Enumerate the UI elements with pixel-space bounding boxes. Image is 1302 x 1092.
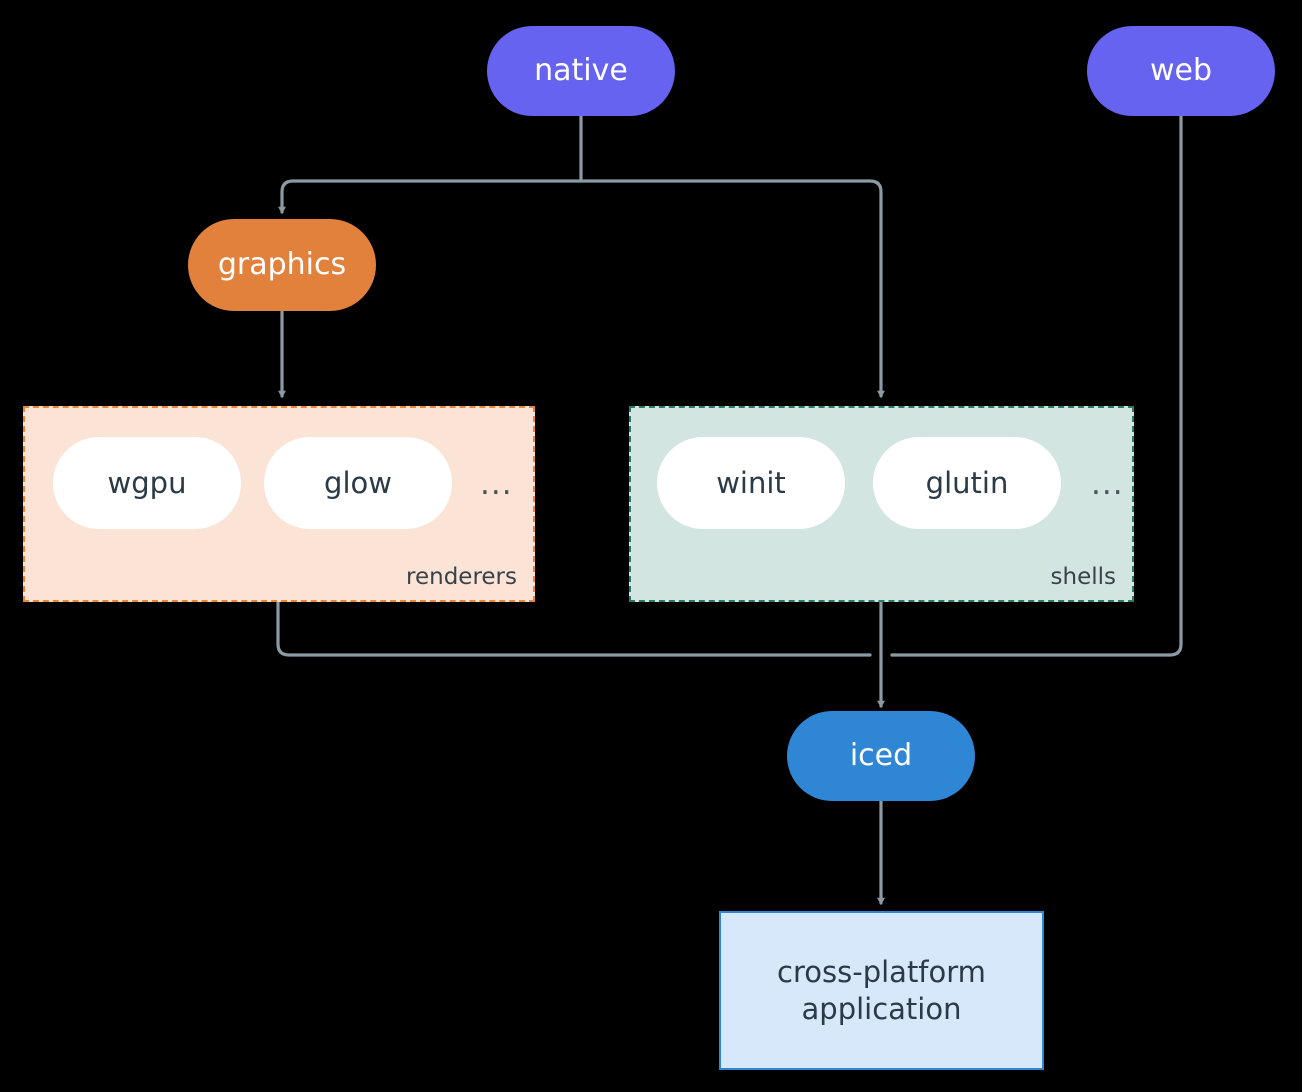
node-wgpu[interactable]: wgpu [53, 437, 241, 529]
node-winit[interactable]: winit [657, 437, 845, 529]
node-native[interactable]: native [487, 26, 675, 116]
edge-renderers-iced [276, 600, 872, 657]
node-iced-label: iced [849, 738, 913, 774]
node-wgpu-label: wgpu [107, 465, 187, 500]
cluster-renderers: wgpu glow ... renderers [23, 406, 535, 602]
node-application[interactable]: cross-platform application [719, 911, 1044, 1070]
node-web-label: web [1149, 53, 1213, 89]
node-graphics[interactable]: graphics [188, 219, 376, 311]
node-application-label-line2: application [801, 991, 962, 1026]
node-glow-label: glow [324, 465, 392, 500]
shells-ellipsis: ... [1091, 466, 1124, 502]
node-web[interactable]: web [1087, 26, 1275, 116]
node-native-label: native [534, 53, 628, 89]
renderers-ellipsis: ... [480, 466, 513, 502]
edge-native-graphics [278, 179, 583, 214]
node-glutin-label: glutin [925, 465, 1009, 500]
node-winit-label: winit [716, 465, 786, 500]
node-application-label-line1: cross-platform [777, 955, 986, 990]
cluster-shells-label: shells [1050, 564, 1116, 590]
node-glutin[interactable]: glutin [873, 437, 1061, 529]
node-graphics-label: graphics [217, 247, 347, 283]
cluster-shells: winit glutin ... shells [629, 406, 1134, 602]
node-iced[interactable]: iced [787, 711, 975, 801]
edge-native-shells [579, 179, 885, 398]
node-glow[interactable]: glow [264, 437, 452, 529]
cluster-renderers-label: renderers [406, 564, 517, 590]
